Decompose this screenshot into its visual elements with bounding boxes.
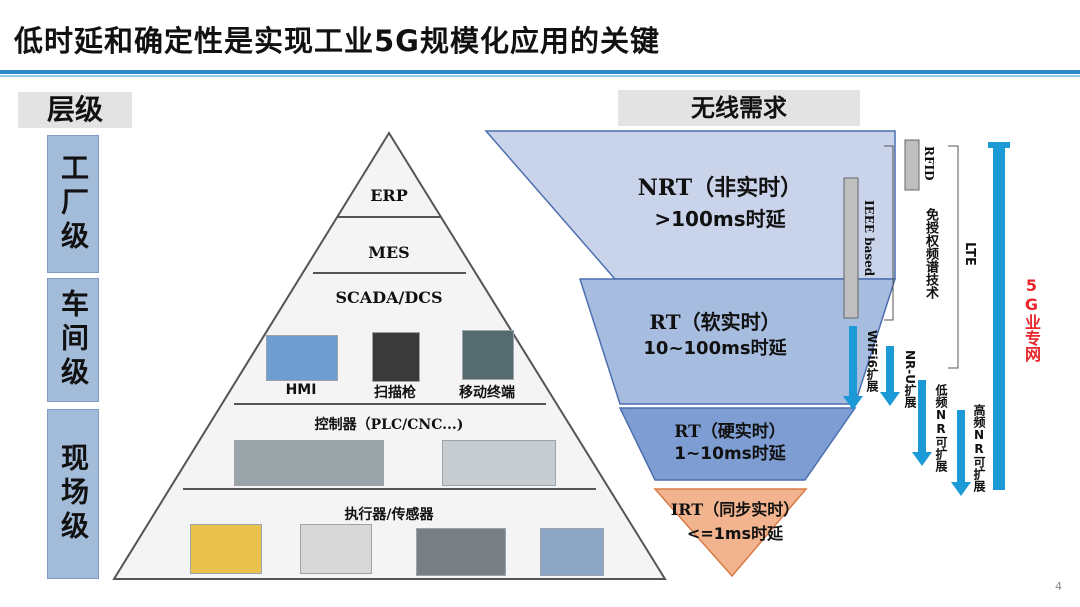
nru-label: NR-U扩展 xyxy=(903,350,917,409)
lte-label: LTE xyxy=(962,242,977,266)
cnc-image xyxy=(442,440,556,486)
scanner-caption: 扫描枪 xyxy=(374,385,416,401)
dedicated-5g-bar xyxy=(993,142,1005,490)
low-nr-arrow-shaft xyxy=(918,380,926,452)
title-divider xyxy=(0,70,1080,74)
low-nr-arrow-head xyxy=(912,452,932,466)
high-nr-arrow-head xyxy=(951,482,971,496)
nrt-latency: >100ms时延 xyxy=(654,207,786,231)
testing-machine-image xyxy=(540,528,604,576)
scanner-image xyxy=(372,332,420,382)
wifi6-arrow-head xyxy=(843,396,863,410)
dedicated-5g-label: 5G业专网 xyxy=(1022,276,1041,362)
irt-latency: <=1ms时延 xyxy=(686,524,784,543)
title-divider-light xyxy=(0,75,1080,77)
hmi-caption: HMI xyxy=(285,382,317,398)
hmi-image xyxy=(266,335,338,381)
robot-arm-image xyxy=(190,524,262,574)
nrt-title: NRT（非实时） xyxy=(637,175,803,201)
controller-label: 控制器（PLC/CNC...) xyxy=(314,417,464,433)
wifi6-label: WiFi6扩展 xyxy=(865,330,879,393)
rfid-bracket xyxy=(904,139,920,191)
lte-bracket xyxy=(948,145,959,369)
nru-arrow-shaft xyxy=(886,346,894,392)
mobile-terminal-image xyxy=(462,330,514,380)
page-title: 低时延和确定性是实现工业5G规模化应用的关键 xyxy=(14,24,660,58)
level-header: 层级 xyxy=(18,92,132,128)
rt-soft-latency: 10~100ms时延 xyxy=(643,338,787,359)
mes-label: MES xyxy=(368,243,410,262)
low-nr-label: 低频NR可扩展 xyxy=(934,384,948,472)
nrt-segment xyxy=(484,130,896,280)
wifi6-arrow-shaft xyxy=(849,326,857,396)
level-factory: 工厂级 xyxy=(47,135,99,273)
rfid-label: RFID xyxy=(922,146,936,181)
unlicensed-label: 免授权频谱技术 xyxy=(923,208,938,299)
robots-image xyxy=(416,528,506,576)
ieee-label: IEEE based xyxy=(862,200,876,277)
irt-segment xyxy=(653,488,808,578)
high-nr-label: 高频NR可扩展 xyxy=(972,404,986,492)
rt-hard-title: RT（硬实时） xyxy=(674,422,786,442)
mobile-terminal-caption: 移动终端 xyxy=(459,385,515,401)
ieee-bracket xyxy=(843,177,859,319)
unlicensed-bracket xyxy=(884,145,894,321)
level-workshop: 车间级 xyxy=(47,278,99,402)
actuator-label: 执行器/传感器 xyxy=(344,507,434,523)
erp-label: ERP xyxy=(370,186,408,205)
plc-image xyxy=(234,440,384,486)
irt-title: IRT（同步实时） xyxy=(670,500,800,519)
high-nr-arrow-shaft xyxy=(957,410,965,482)
nru-arrow-head xyxy=(880,392,900,406)
level-field: 现场级 xyxy=(47,409,99,579)
page-number: 4 xyxy=(1055,580,1062,593)
agv-image xyxy=(300,524,372,574)
rt-hard-segment xyxy=(618,407,857,481)
dedicated-5g-bar-cap xyxy=(988,142,1010,148)
scada-label: SCADA/DCS xyxy=(335,288,443,307)
wireless-header: 无线需求 xyxy=(618,90,860,126)
rt-hard-latency: 1~10ms时延 xyxy=(674,444,786,464)
rt-soft-title: RT（软实时） xyxy=(649,310,781,334)
